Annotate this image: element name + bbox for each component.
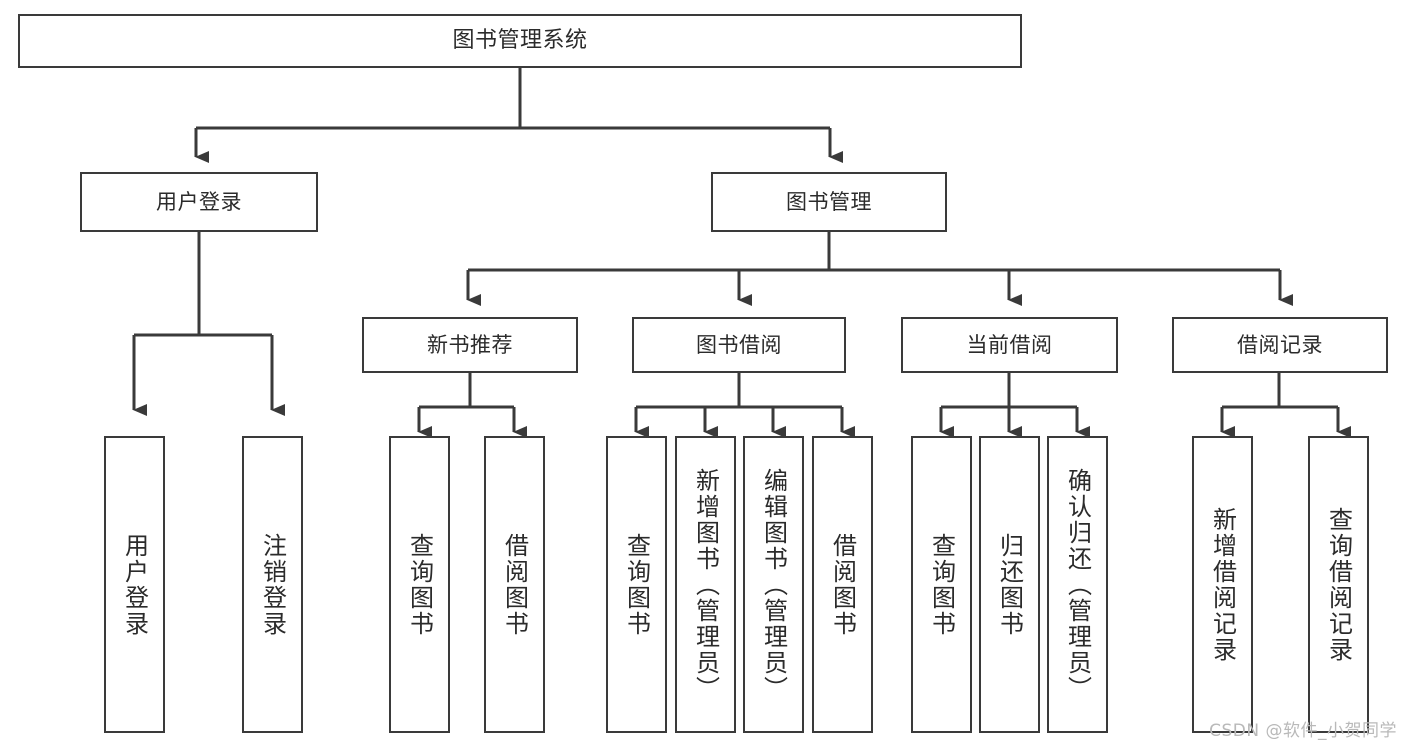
leaf-query-borrow-record[interactable]: 查询借阅记录 — [1308, 436, 1369, 733]
node-book-management-system[interactable]: 图书管理系统 — [18, 14, 1022, 68]
node-label: 注销登录 — [258, 532, 287, 637]
node-label: 查询图书 — [405, 532, 434, 637]
leaf-borrow-book[interactable]: 借阅图书 — [812, 436, 873, 733]
csdn-watermark: CSDN @软件_小贺同学 — [1209, 721, 1397, 741]
node-label: 图书管理系统 — [452, 28, 588, 54]
node-label: 借阅图书 — [500, 532, 529, 637]
node-user-login[interactable]: 用户登录 — [80, 172, 318, 232]
leaf-query-book-borrow[interactable]: 查询图书 — [606, 436, 667, 733]
node-label: 归还图书 — [995, 532, 1024, 637]
leaf-add-borrow-record[interactable]: 新增借阅记录 — [1192, 436, 1253, 733]
node-label: 借阅图书 — [828, 532, 857, 637]
leaf-borrow-book-recommendation[interactable]: 借阅图书 — [484, 436, 545, 733]
leaf-user-login[interactable]: 用户登录 — [104, 436, 165, 733]
node-label: 新增借阅记录 — [1208, 506, 1237, 663]
leaf-user-logout[interactable]: 注销登录 — [242, 436, 303, 733]
node-label: 查询借阅记录 — [1324, 506, 1353, 663]
node-label: 当前借阅 — [966, 332, 1053, 357]
node-label: 编辑图书（管理员） — [759, 467, 788, 702]
leaf-edit-book-admin[interactable]: 编辑图书（管理员） — [743, 436, 804, 733]
node-book-manage[interactable]: 图书管理 — [711, 172, 947, 232]
node-current-borrow[interactable]: 当前借阅 — [901, 317, 1118, 373]
node-label: 确认归还（管理员） — [1063, 467, 1092, 702]
node-borrow-record[interactable]: 借阅记录 — [1172, 317, 1388, 373]
node-label: 用户登录 — [120, 532, 149, 637]
node-label: 查询图书 — [622, 532, 651, 637]
node-label: 新书推荐 — [427, 332, 513, 357]
node-book-borrow[interactable]: 图书借阅 — [632, 317, 846, 373]
node-label: 借阅记录 — [1237, 332, 1323, 357]
node-label: 图书管理 — [786, 189, 872, 214]
leaf-return-book[interactable]: 归还图书 — [979, 436, 1040, 733]
leaf-add-book-admin[interactable]: 新增图书（管理员） — [675, 436, 736, 733]
node-label: 用户登录 — [156, 189, 242, 214]
node-label: 查询图书 — [927, 532, 956, 637]
node-label: 新增图书（管理员） — [691, 467, 720, 702]
node-new-book-recommendation[interactable]: 新书推荐 — [362, 317, 578, 373]
leaf-confirm-return-admin[interactable]: 确认归还（管理员） — [1047, 436, 1108, 733]
leaf-query-book-recommendation[interactable]: 查询图书 — [389, 436, 450, 733]
leaf-query-book-current[interactable]: 查询图书 — [911, 436, 972, 733]
node-label: 图书借阅 — [696, 332, 782, 357]
